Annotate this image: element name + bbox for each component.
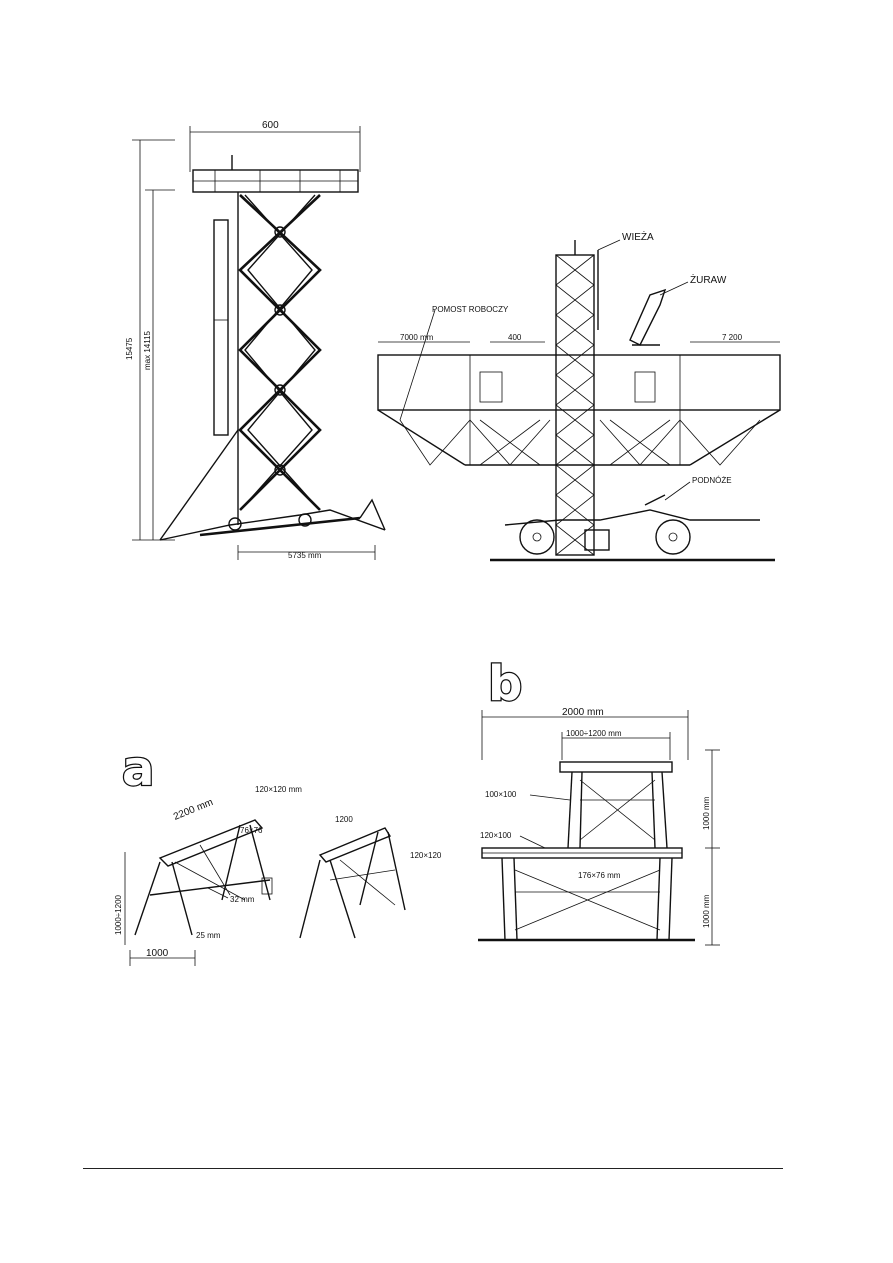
scissor-base-dimension: 5735 mm xyxy=(288,551,322,560)
trestle-strut-label: 32 mm xyxy=(230,895,255,904)
b-top-width-label: 1000÷1200 mm xyxy=(566,729,622,738)
scissor-top-dimension: 600 xyxy=(262,120,279,131)
trestle-leg-label: 25 mm xyxy=(196,931,221,940)
scissor-height-dimension: 15475 xyxy=(125,337,134,360)
scissor-height-max-dimension: max 14115 xyxy=(143,330,152,370)
tower-mid-dimension: 400 xyxy=(508,333,522,342)
b-brace-label: 176×76 mm xyxy=(578,871,621,880)
figure-b-letter: b xyxy=(488,656,522,712)
trestle-height-label: 1000÷1200 xyxy=(114,894,123,935)
b-height-bottom-label: 1000 mm xyxy=(702,894,711,928)
trestle-beam-label: 120×120 mm xyxy=(255,785,302,794)
footer-rule xyxy=(83,1168,783,1169)
boom-label: ŻURAW xyxy=(690,273,727,286)
figure-a-drawing: a 2200 mm 120×120 mm 76×76 1200 120×120 … xyxy=(114,740,442,966)
b-post-top-label: 100×100 xyxy=(485,790,517,799)
b-width-label: 2000 mm xyxy=(562,707,604,718)
figure-a-letter: a xyxy=(122,741,154,797)
tower-platform-drawing: WIEŻA ŻURAW POMOST ROBOCZY PODNÓŻE 7000 … xyxy=(377,230,781,562)
tower-left-dimension: 7000 mm xyxy=(400,333,434,342)
tower-label: WIEŻA xyxy=(622,230,654,243)
b-height-top-label: 1000 mm xyxy=(702,796,711,830)
figure-b-drawing: b 2000 mm 1000÷1200 mm 100×100 xyxy=(478,655,720,946)
scissor-lift-drawing: 600 15475 max 14115 xyxy=(125,120,386,560)
tower-right-dimension: 7 200 xyxy=(722,333,743,342)
b-beam-label: 120×100 xyxy=(480,831,512,840)
trestle-base-label: 1000 xyxy=(146,948,169,959)
trestle-brace-label: 76×76 xyxy=(240,826,263,835)
base-label: PODNÓŻE xyxy=(692,476,732,485)
trestle2-length-label: 1200 xyxy=(335,815,353,824)
trestle-length-label: 2200 mm xyxy=(172,797,215,823)
trestle2-beam-label: 120×120 xyxy=(410,851,442,860)
aux-platform-label: POMOST ROBOCZY xyxy=(432,305,509,314)
